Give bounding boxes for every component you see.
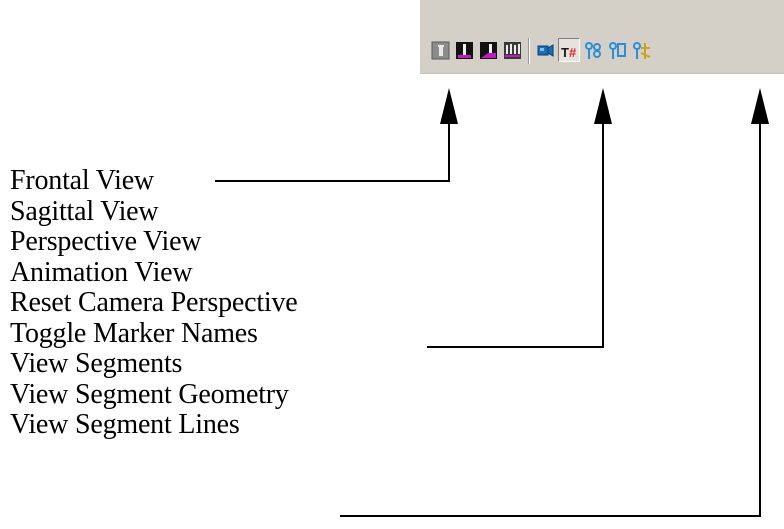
view-segments-button[interactable] [582,38,604,62]
segment-lines-callout [340,88,769,517]
view-segment-geometry-button[interactable] [606,38,628,62]
segment-lines-icon [633,42,651,59]
view-toolbar: T # [420,30,784,74]
perspective-view-button[interactable] [478,38,500,62]
marker-names-glyph-t: T [561,45,569,60]
label-reset-camera-perspective: Reset Camera Perspective [10,287,298,318]
segments-icon [585,42,601,59]
label-view-segment-lines: View Segment Lines [10,409,240,440]
view-segment-lines-button[interactable] [630,38,652,62]
label-frontal-view: Frontal View [10,165,154,196]
frontal-view-button[interactable] [430,38,452,62]
sagittal-view-button[interactable] [454,38,476,62]
label-sagittal-view: Sagittal View [10,195,159,227]
reset-camera-callout [427,88,612,348]
animation-view-icon [504,42,521,59]
perspective-view-icon [480,42,497,59]
toolbar-separator [528,38,530,64]
camera-icon [537,44,554,57]
marker-names-icon: T # [561,45,577,60]
window-titlebar-area [420,0,784,30]
marker-names-glyph-hash: # [569,45,577,60]
reset-camera-perspective-button[interactable] [534,38,556,62]
label-view-segments: View Segments [10,348,183,379]
label-toggle-marker-names: Toggle Marker Names [10,317,258,349]
animation-view-button[interactable] [502,38,524,62]
toolbar-legend: Frontal View Sagittal View Perspective V… [10,165,298,441]
label-view-segment-geometry: View Segment Geometry [10,378,289,410]
label-animation-view: Animation View [10,256,193,288]
toggle-marker-names-button[interactable]: T # [558,38,580,62]
segment-geometry-icon [609,42,626,59]
label-perspective-view: Perspective View [10,226,202,257]
sagittal-view-icon [456,42,473,59]
frontal-view-callout [215,88,458,182]
frontal-view-icon [431,41,450,60]
